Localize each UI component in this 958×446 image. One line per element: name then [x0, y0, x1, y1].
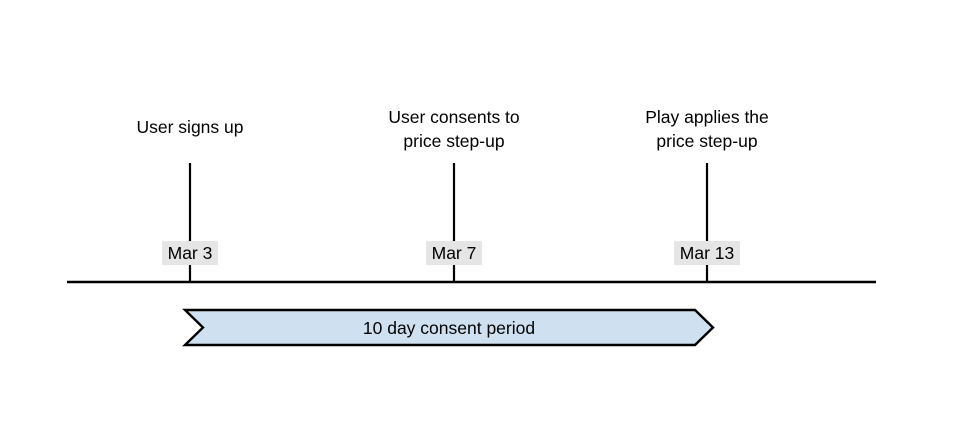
- date-label-user-signs-up: Mar 3: [168, 243, 213, 263]
- date-chip-bg-user-consents: [426, 241, 482, 265]
- event-title-user-consents-line1: User consents to: [388, 107, 519, 127]
- date-label-user-consents: Mar 7: [432, 243, 477, 263]
- event-title-play-applies-line2: price step-up: [656, 131, 757, 151]
- date-chip-bg-user-signs-up: [162, 241, 218, 265]
- date-chip-bg-play-applies-step-up: [674, 241, 740, 265]
- date-label-play-applies-step-up: Mar 13: [680, 243, 734, 263]
- event-title-user-consents-line2: price step-up: [403, 131, 504, 151]
- timeline-event-user-signs-up[interactable]: User signs up Mar 3: [137, 117, 244, 282]
- consent-period-label: 10 day consent period: [363, 318, 535, 338]
- event-title-user-signs-up: User signs up: [137, 117, 244, 137]
- consent-period-arrow-shape: [182, 308, 715, 347]
- event-title-play-applies-line1: Play applies the: [645, 107, 769, 127]
- timeline-event-user-consents[interactable]: User consents to price step-up Mar 7: [388, 107, 520, 282]
- timeline-event-play-applies-step-up[interactable]: Play applies the price step-up Mar 13: [645, 107, 769, 282]
- consent-period-band[interactable]: 10 day consent period: [182, 308, 715, 347]
